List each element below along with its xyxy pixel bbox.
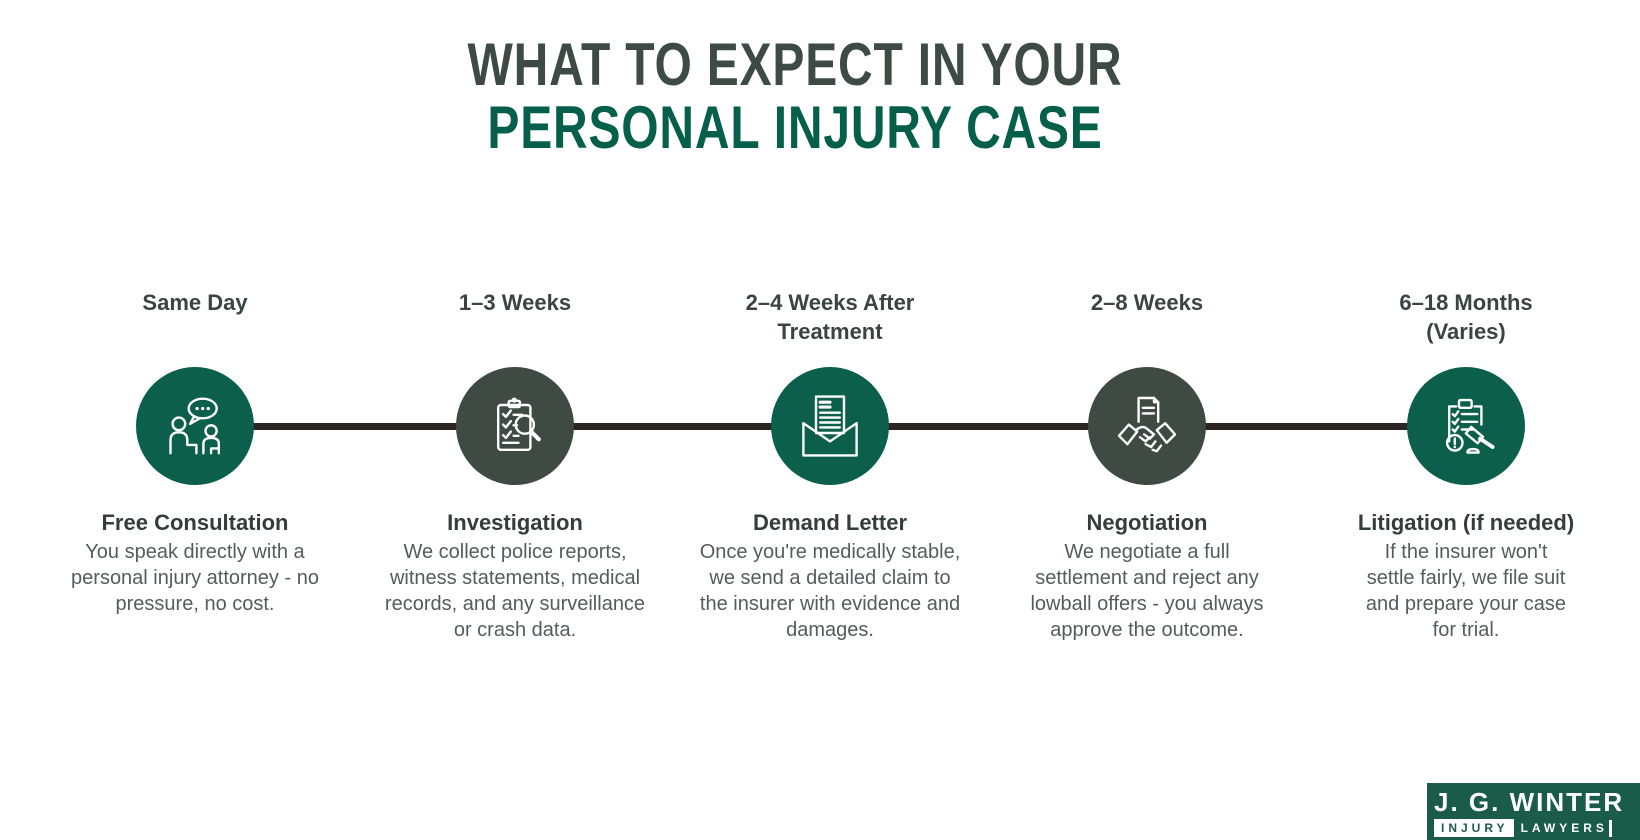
step-description: We negotiate a full settlement and rejec… [1030, 541, 1264, 641]
investigation-icon [497, 397, 541, 451]
step-description: We collect police reports, witness state… [384, 541, 646, 641]
logo-end-bar [1608, 819, 1612, 837]
step-duration: 6–18 Months (Varies) [1399, 290, 1533, 344]
logo-tagline: INJURY LAWYERS [1434, 819, 1640, 837]
step-title: Negotiation [1086, 510, 1208, 535]
jg-winter-logo: J. G. WINTER INJURY LAWYERS [1427, 783, 1640, 840]
step-circle [1407, 367, 1525, 485]
step-description: If the insurer won't settle fairly, we f… [1365, 541, 1567, 641]
step-title: Investigation [447, 510, 583, 535]
timeline-step-demand-letter: 2–4 Weeks After Treatment Demand Letter … [675, 0, 985, 840]
timeline-step-free-consultation: Same Day Free Consultation You speak dir… [40, 0, 350, 840]
step-description: Once you're medically stable, we send a … [699, 541, 961, 641]
timeline-step-negotiation: 2–8 Weeks Negotiation We negotiate a ful… [992, 0, 1302, 840]
title-line-1: WHAT TO EXPECT IN YOUR [467, 31, 1123, 98]
step-circle [456, 367, 574, 485]
litigation-icon [1445, 398, 1495, 454]
step-title: Free Consultation [101, 510, 289, 535]
step-circle [1088, 367, 1206, 485]
timeline-step-litigation: 6–18 Months (Varies) Litigation (if n [1311, 0, 1621, 840]
step-duration: 2–8 Weeks [1090, 290, 1204, 315]
logo-brand-name: J. G. WINTER [1434, 787, 1625, 817]
logo-tagline-lawyers: LAWYERS [1520, 821, 1608, 835]
demand-letter-icon [802, 395, 858, 457]
logo-tagline-injury: INJURY [1434, 819, 1514, 837]
step-duration: Same Day [142, 290, 248, 315]
step-circle [136, 367, 254, 485]
step-duration: 2–4 Weeks After Treatment [745, 290, 915, 344]
step-title: Demand Letter [752, 510, 908, 535]
title-line-2: PERSONAL INJURY CASE [487, 94, 1103, 161]
step-description: You speak directly with a personal injur… [71, 541, 319, 615]
page-title: WHAT TO EXPECT IN YOUR PERSONAL INJURY C… [0, 33, 1590, 159]
timeline-step-investigation: 1–3 Weeks Investigation We collect polic… [360, 0, 670, 840]
step-duration: 1–3 Weeks [458, 290, 572, 315]
consultation-icon [169, 397, 220, 455]
step-title: Litigation (if needed) [1357, 510, 1575, 535]
negotiation-icon [1117, 396, 1177, 453]
step-circle [771, 367, 889, 485]
